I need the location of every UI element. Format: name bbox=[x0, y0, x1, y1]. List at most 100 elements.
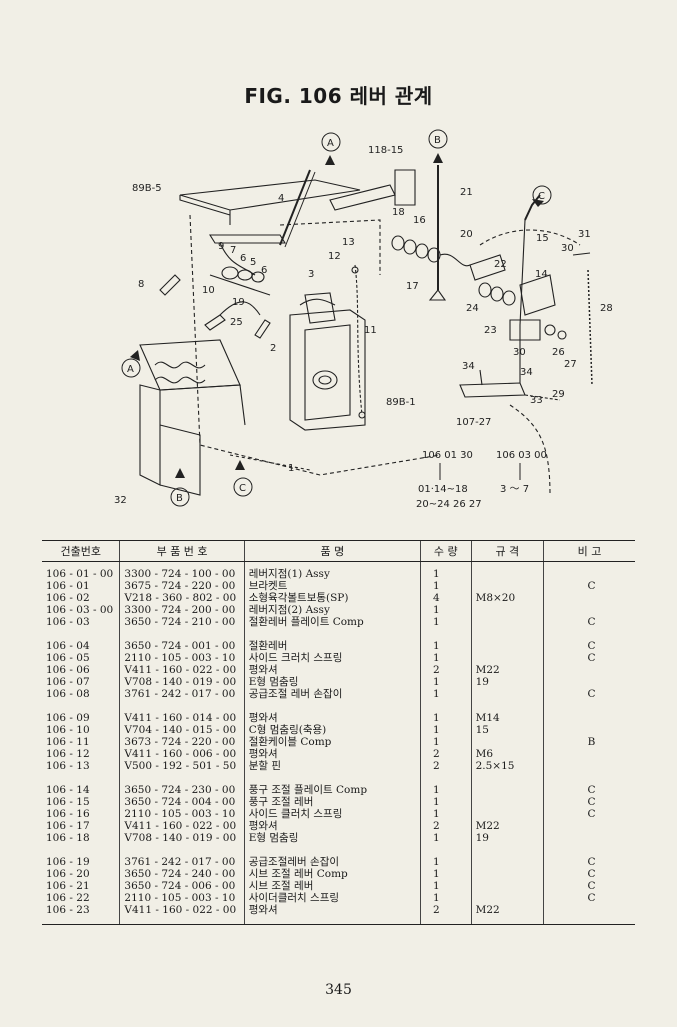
part-label: 33 bbox=[530, 395, 543, 406]
part-label: 26 bbox=[552, 347, 565, 358]
part-label: 23 bbox=[484, 325, 497, 336]
spacer-cell bbox=[243, 628, 421, 640]
remarks-cell: C bbox=[543, 652, 635, 664]
sub-assembly-code: 106 03 00 bbox=[496, 450, 547, 461]
col-header-quantity: 수 량 bbox=[419, 540, 472, 562]
remarks-cell bbox=[543, 748, 635, 760]
part-no-cell: 3761 - 242 - 017 - 00 bbox=[119, 856, 245, 868]
remarks-cell bbox=[543, 676, 635, 688]
quantity-cell: 1 bbox=[419, 652, 472, 664]
spacer-cell bbox=[543, 700, 635, 712]
spec-cell bbox=[470, 736, 544, 748]
remarks-cell: C bbox=[543, 640, 635, 652]
spacer-cell bbox=[119, 844, 245, 856]
quantity-cell: 1 bbox=[419, 808, 472, 820]
part-no-cell: V708 - 140 - 019 - 00 bbox=[119, 832, 245, 844]
spec-cell: M14 bbox=[470, 712, 544, 724]
quantity-cell: 1 bbox=[419, 604, 472, 616]
part-label: 3 bbox=[308, 269, 314, 280]
part-no-cell: V411 - 160 - 022 - 00 bbox=[119, 664, 245, 676]
part-name-cell: 절환레버 플레이트 Comp bbox=[243, 616, 421, 628]
quantity-cell: 1 bbox=[419, 856, 472, 868]
spacer-cell bbox=[119, 700, 245, 712]
ref-no-cell: 106 - 05 bbox=[46, 652, 90, 664]
part-label: 2 bbox=[270, 343, 276, 354]
callout-a-top: A bbox=[327, 138, 334, 149]
part-no-cell: V411 - 160 - 022 - 00 bbox=[119, 904, 245, 925]
part-label: 16 bbox=[413, 215, 426, 226]
quantity-cell: 1 bbox=[419, 724, 472, 736]
quantity-cell: 1 bbox=[419, 676, 472, 688]
remarks-cell: C bbox=[543, 856, 635, 868]
part-no-cell: V411 - 160 - 014 - 00 bbox=[119, 712, 245, 724]
part-no-cell: V218 - 360 - 802 - 00 bbox=[119, 592, 245, 604]
sub-assembly-refs: 106 01 30 01·14~18 20~24 26 27 106 03 00… bbox=[416, 450, 547, 510]
spec-cell bbox=[470, 580, 544, 592]
callout-b-bottom: B bbox=[176, 493, 183, 504]
part-name-cell: 사이더클러치 스프링 bbox=[243, 892, 421, 904]
remarks-cell bbox=[543, 724, 635, 736]
part-label: 31 bbox=[578, 229, 591, 240]
part-label: 32 bbox=[114, 495, 127, 506]
quantity-cell: 2 bbox=[419, 904, 472, 925]
part-label: 21 bbox=[460, 187, 473, 198]
remarks-cell bbox=[543, 561, 635, 580]
ref-no-cell: 106 - 01 - 00 bbox=[46, 568, 114, 580]
spacer-cell bbox=[419, 844, 472, 856]
part-no-cell: 2110 - 105 - 003 - 10 bbox=[119, 652, 245, 664]
remarks-cell: B bbox=[543, 736, 635, 748]
part-name-cell: 시브 조절 레버 Comp bbox=[243, 868, 421, 880]
quantity-cell: 1 bbox=[419, 892, 472, 904]
group-spacer bbox=[42, 844, 635, 856]
parts-table-header: 건출번호 부 품 번 호 품 명 수 량 규 격 비 고 bbox=[42, 540, 635, 562]
remarks-cell bbox=[543, 820, 635, 832]
spec-cell: 15 bbox=[470, 724, 544, 736]
spec-cell bbox=[470, 640, 544, 652]
remarks-cell bbox=[543, 832, 635, 844]
part-name-cell: 레버지점(2) Assy bbox=[243, 604, 421, 616]
ref-no-cell: 106 - 22 bbox=[46, 892, 90, 904]
spec-cell bbox=[470, 616, 544, 628]
part-label: 11 bbox=[364, 325, 377, 336]
remarks-cell bbox=[543, 664, 635, 676]
part-no-cell: 3675 - 724 - 220 - 00 bbox=[119, 580, 245, 592]
quantity-cell: 1 bbox=[419, 561, 472, 580]
spacer-cell bbox=[119, 628, 245, 640]
spacer-cell bbox=[42, 628, 120, 640]
part-no-cell: 2110 - 105 - 003 - 10 bbox=[119, 892, 245, 904]
part-label: 1 bbox=[288, 463, 294, 474]
part-label: 107-27 bbox=[456, 417, 491, 428]
remarks-cell: C bbox=[543, 892, 635, 904]
part-label: 19 bbox=[232, 297, 245, 308]
remarks-cell: C bbox=[543, 868, 635, 880]
part-name-cell: 공급조절 레버 손잡이 bbox=[243, 688, 421, 700]
spec-cell bbox=[470, 880, 544, 892]
part-label: 15 bbox=[536, 233, 549, 244]
part-no-cell: V411 - 160 - 022 - 00 bbox=[119, 820, 245, 832]
part-label: 89B-1 bbox=[386, 397, 416, 408]
callout-c-bottom: C bbox=[239, 483, 246, 494]
group-spacer bbox=[42, 772, 635, 784]
part-label: 12 bbox=[328, 251, 341, 262]
ref-no-cell: 106 - 14 bbox=[46, 784, 90, 796]
col-header-spec: 규 격 bbox=[470, 540, 544, 562]
part-name-cell: 시브 조절 레버 bbox=[243, 880, 421, 892]
part-name-cell: 레버지점(1) Assy bbox=[243, 561, 421, 580]
part-name-cell: 평와셔 bbox=[243, 712, 421, 724]
spec-cell: 2.5×15 bbox=[470, 760, 544, 772]
spec-cell bbox=[470, 796, 544, 808]
part-name-cell: 절환케이블 Comp bbox=[243, 736, 421, 748]
part-label: 34 bbox=[462, 361, 475, 372]
